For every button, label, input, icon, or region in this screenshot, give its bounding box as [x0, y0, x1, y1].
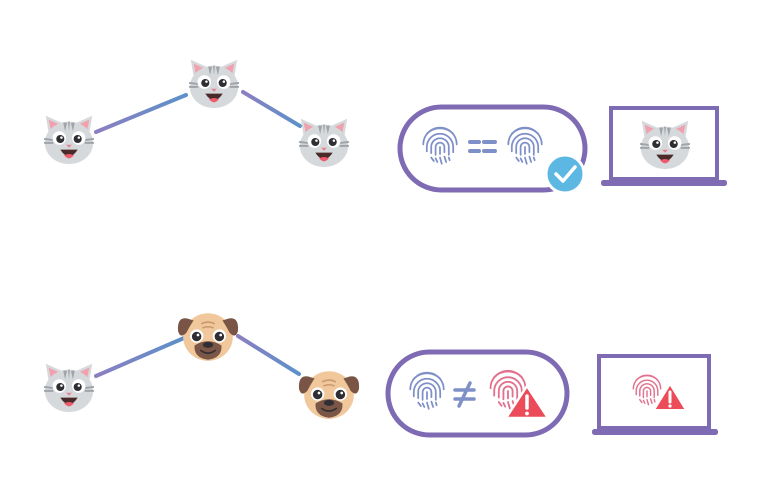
- cat-icon: [43, 362, 95, 414]
- dog-icon: [177, 312, 239, 362]
- fingerprint-comparison-panel: [397, 104, 588, 195]
- laptop-icon: [592, 354, 718, 435]
- warning-icon: [653, 383, 687, 411]
- row-mismatch: [43, 312, 718, 438]
- connection-lines: [94, 334, 600, 395]
- fingerprint-comparison-panel: [385, 349, 570, 438]
- cat-icon: [188, 58, 240, 110]
- row-verified: [43, 58, 727, 195]
- not-equal-operator: [453, 381, 476, 408]
- warning-icon: [504, 384, 550, 420]
- cat-icon: [298, 117, 350, 169]
- cat-icon: [639, 119, 691, 171]
- connection-lines: [94, 90, 612, 150]
- laptop-icon: [601, 106, 727, 186]
- cat-icon: [43, 114, 95, 166]
- check-icon: [544, 153, 586, 195]
- equals-operator: [468, 140, 497, 153]
- dog-icon: [298, 370, 360, 420]
